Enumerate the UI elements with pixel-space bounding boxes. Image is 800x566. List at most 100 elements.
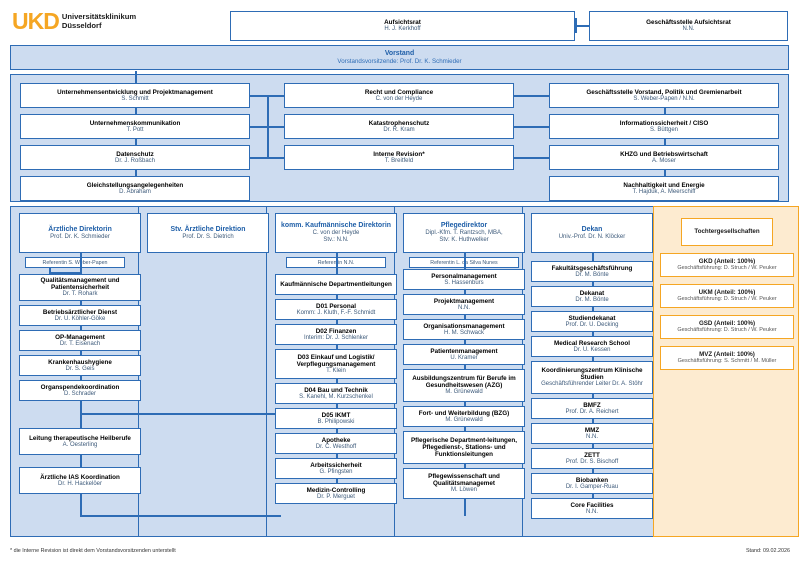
unit-box[interactable]: Organspendekoordination D. Schrader <box>19 380 141 401</box>
unit-box[interactable]: Biobanken Dr. I. Gamper-Ruau <box>531 473 653 494</box>
unit-person: B. Philipowski <box>317 418 355 425</box>
unit-person: Geschäftsführender Leiter Dr. A. Stöhr <box>541 381 643 388</box>
aufsichtsrat-title: Aufsichtsrat <box>384 19 421 27</box>
connector-vertical <box>80 326 82 330</box>
staff-box[interactable]: Datenschutz Dr. J. Roßbach <box>20 145 250 170</box>
tochter-item-person: Geschäftsführung: D. Struch / W. Peuker <box>677 296 777 303</box>
unit-person: M. Grünewald <box>445 389 483 396</box>
unit-box[interactable]: Medizin-Controlling Dr. P. Merguet <box>275 483 397 504</box>
staff-box[interactable]: Gleichstellungsangelegenheiten D. Abraha… <box>20 176 250 201</box>
unit-title: Koordinierungszentrum Klinische Studien <box>541 367 643 382</box>
connector-vertical <box>464 340 466 344</box>
head-person-1: Dipl.-Kfm. T. Rantzsch, MBA, <box>425 230 503 237</box>
unit-box[interactable]: Ausbildungszentrum für Berufe im Gesundh… <box>403 369 525 402</box>
unit-box[interactable]: D03 Einkauf und Logistik/ Verpflegungsma… <box>275 349 397 379</box>
unit-box[interactable]: ZETT Prof. Dr. S. Bischoff <box>531 448 653 469</box>
unit-title: OP-Management <box>55 333 105 341</box>
head-title: Pflegedirektor <box>440 222 488 230</box>
unit-person: D. Schrader <box>63 390 96 397</box>
unit-box[interactable]: D05 IKMT B. Philipowski <box>275 408 397 429</box>
connector-vertical <box>464 315 466 319</box>
tochter-item-person: Geschäftsführung: S. Schmitt / M. Müller <box>677 358 777 365</box>
head-box-stv-aerztliche-direktion[interactable]: Stv. Ärztliche Direktion Prof. Dr. S. Di… <box>147 213 269 253</box>
head-box-kaufmaennische-direktorin[interactable]: komm. Kaufmännische Direktorin C. von de… <box>275 213 397 253</box>
connector-horizontal <box>575 25 589 27</box>
unit-box[interactable]: Studiendekanat Prof. Dr. U. Decking <box>531 311 653 332</box>
head-box-aerztliche-direktorin[interactable]: Ärztliche Direktorin Prof. Dr. K. Schmie… <box>19 213 141 253</box>
tochter-item-box[interactable]: GKD (Anteil: 100%) Geschäftsführung: D. … <box>660 253 794 277</box>
staff-box[interactable]: Recht und Compliance C. von der Heyde <box>284 83 514 108</box>
unit-box[interactable]: Koordinierungszentrum Klinische Studien … <box>531 361 653 394</box>
unit-box[interactable]: Projektmanagement N.N. <box>403 294 525 315</box>
tochter-item-box[interactable]: GSD (Anteil: 100%) Geschäftsführung: D. … <box>660 315 794 339</box>
tochter-item-box[interactable]: UKM (Anteil: 100%) Geschäftsführung: D. … <box>660 284 794 308</box>
unit-title: Betriebsärztlicher Dienst <box>42 308 118 316</box>
unit-box[interactable]: MMZ N.N. <box>531 423 653 444</box>
unit-box[interactable]: Medical Research School Dr. U. Kessen <box>531 336 653 357</box>
connector-vertical <box>80 351 82 355</box>
staff-person: S. Büttgen <box>649 126 679 133</box>
logo-mark: UKD <box>12 8 60 34</box>
staff-person: T. Breitfeld <box>384 157 414 164</box>
unit-box[interactable]: Fort- und Weiterbildung (BZG) M. Grünewa… <box>403 406 525 427</box>
unit-box[interactable]: Qualitätsmanagement und Patientensicherh… <box>19 274 141 301</box>
unit-person: N.N. <box>458 304 470 311</box>
unit-box[interactable]: Kaufmännische Departmentleitungen <box>275 274 397 295</box>
referent-box-aerztliche[interactable]: Referentin S. Weber-Papen <box>25 257 125 268</box>
head-person-2: Stv.: N.N. <box>323 236 349 243</box>
staff-person: Dr. J. Roßbach <box>114 157 155 164</box>
geschaeftsstelle-aufsichtsrat-box[interactable]: Geschäftsstelle Aufsichtsrat N.N. <box>589 11 788 41</box>
staff-box[interactable]: Unternehmensentwicklung und Projektmanag… <box>20 83 250 108</box>
unit-box[interactable]: D04 Bau und Technik S. Kanehl, M. Kurzsc… <box>275 383 397 404</box>
unit-box[interactable]: Core Facilities N.N. <box>531 498 653 519</box>
unit-title: Kaufmännische Departmentleitungen <box>280 280 392 288</box>
staff-box[interactable]: Nachhaltigkeit und Energie T. Hajduk, A.… <box>549 176 779 201</box>
unit-box[interactable]: Ärztliche IAS Koordination Dr. H. Hackel… <box>19 467 141 494</box>
unit-box[interactable]: Fakultätsgeschäftsführung Dr. M. Bönte <box>531 261 653 282</box>
tochter-item-title: UKM (Anteil: 100%) <box>698 289 756 297</box>
tochter-header-box[interactable]: Tochtergesellschaften <box>681 218 773 246</box>
unit-box[interactable]: Leitung therapeutische Heilberufe A. Oes… <box>19 428 141 455</box>
head-person-1: C. von der Heyde <box>312 230 360 237</box>
unit-box[interactable]: Pflegerische Department-leitungen, Pfleg… <box>403 431 525 464</box>
unit-person: S. Kanehl, M. Kurzschenkel <box>299 393 373 400</box>
unit-box[interactable]: Organisationsmanagement H. M. Schwack <box>403 319 525 340</box>
unit-box[interactable]: Personalmanagement S. Hassenburs <box>403 269 525 290</box>
unit-title: Fort- und Weiterbildung (BZG) <box>418 409 510 417</box>
vorstand-band[interactable]: Vorstand Vorstandsvorsitzende: Prof. Dr.… <box>10 45 789 70</box>
connector-vertical <box>80 301 82 305</box>
head-box-pflegedirektor[interactable]: Pflegedirektor Dipl.-Kfm. T. Rantzsch, M… <box>403 213 525 253</box>
unit-person: U. Kramer <box>450 354 478 361</box>
connector-vertical <box>135 108 137 114</box>
unit-box[interactable]: Dekanat Dr. M. Bönte <box>531 286 653 307</box>
unit-title: Patientenmanagement <box>430 347 498 355</box>
unit-box[interactable]: D02 Finanzen Interim: Dr. J. Schlenker <box>275 324 397 345</box>
aufsichtsrat-box[interactable]: Aufsichtsrat H. J. Kerkhoff <box>230 11 575 41</box>
unit-box[interactable]: BMFZ Prof. Dr. A. Reichert <box>531 398 653 419</box>
connector-horizontal <box>80 413 281 415</box>
unit-box[interactable]: D01 Personal Komm: J. Kluth, F.-F. Schmi… <box>275 299 397 320</box>
unit-title: Ärztliche IAS Koordination <box>40 473 120 481</box>
head-box-dekan[interactable]: Dekan Univ.-Prof. Dr. N. Klöcker <box>531 213 653 253</box>
unit-person: N.N. <box>586 433 598 440</box>
unit-person: Dr. U. Köhler-Göke <box>54 315 106 322</box>
unit-box[interactable]: Betriebsärztlicher Dienst Dr. U. Köhler-… <box>19 305 141 326</box>
unit-box[interactable]: Arbeitssicherheit G. Pfingsten <box>275 458 397 479</box>
unit-person: Prof. Dr. U. Decking <box>565 321 619 328</box>
staff-box[interactable]: KHZG und Betriebswirtschaft A. Moser <box>549 145 779 170</box>
vorstand-title: Vorstand <box>384 49 415 57</box>
staff-box[interactable]: Geschäftsstelle Vorstand, Politik und Gr… <box>549 83 779 108</box>
staff-box[interactable]: Interne Revision* T. Breitfeld <box>284 145 514 170</box>
staff-box[interactable]: Katastrophenschutz Dr. R. Kram <box>284 114 514 139</box>
unit-person: G. Pfingsten <box>319 468 353 475</box>
unit-title: ZETT <box>584 451 600 459</box>
unit-box[interactable]: Patientenmanagement U. Kramer <box>403 344 525 365</box>
unit-box[interactable]: Krankenhaushygiene Dr. S. Geis <box>19 355 141 376</box>
tochter-item-box[interactable]: MVZ (Anteil: 100%) Geschäftsführung: S. … <box>660 346 794 370</box>
staff-box[interactable]: Unternehmenskommunikation T. Pott <box>20 114 250 139</box>
staff-box[interactable]: Informationssicherheit / CISO S. Büttgen <box>549 114 779 139</box>
unit-box[interactable]: OP-Management Dr. T. Eisenach <box>19 330 141 351</box>
unit-box[interactable]: Apotheke Dr. C. Westhoff <box>275 433 397 454</box>
unit-person: H. M. Schwack <box>443 329 484 336</box>
unit-box[interactable]: Pflegewissenschaft und Qualitätsmanageme… <box>403 468 525 499</box>
